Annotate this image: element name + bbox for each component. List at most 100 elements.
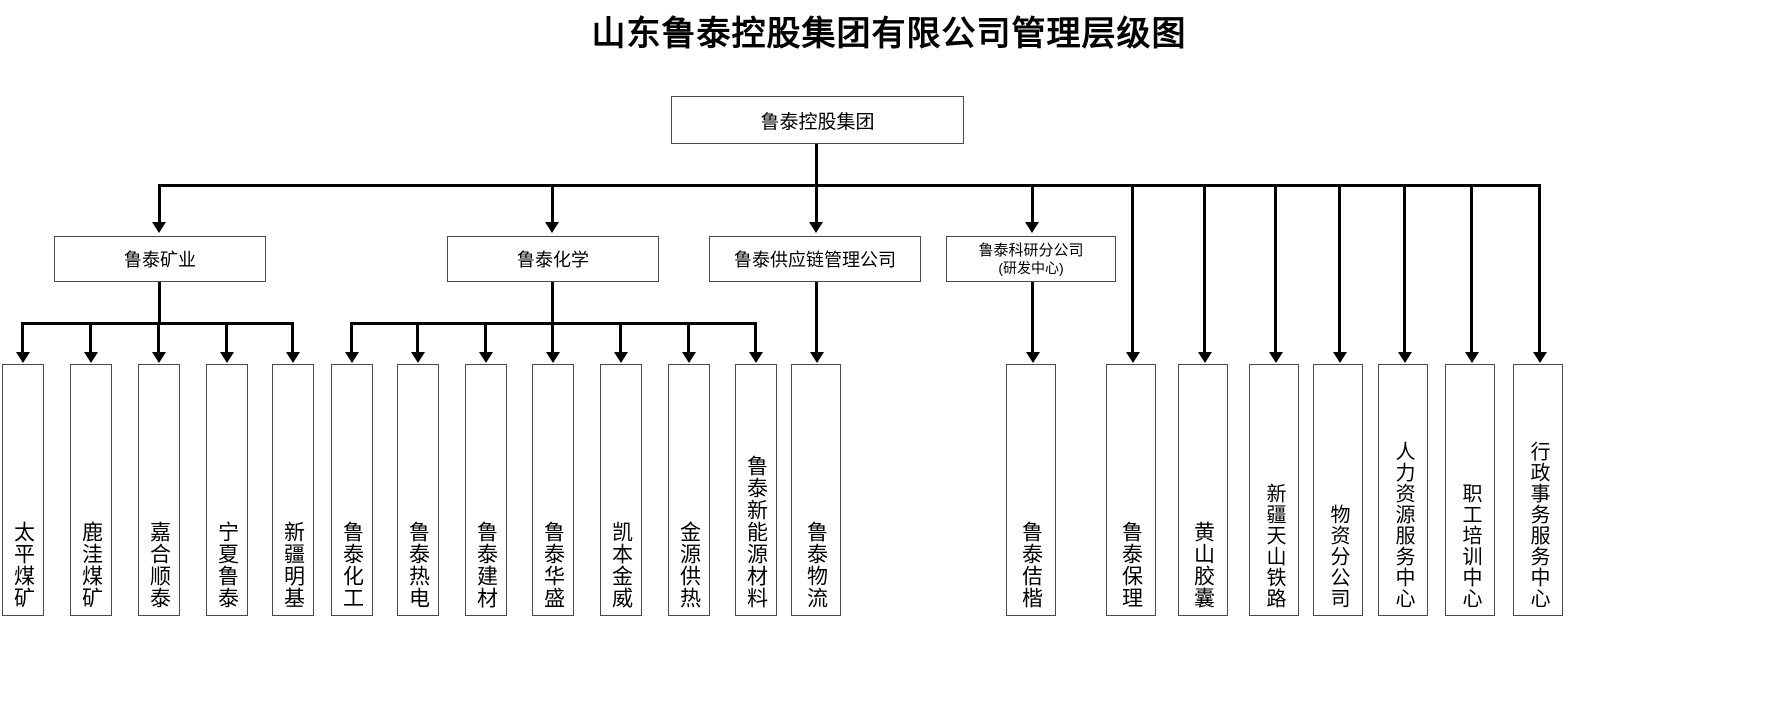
node-leaf-lutai-building-materials[interactable]: 鲁泰建材 <box>465 364 507 616</box>
connector-to-chemical <box>551 184 554 224</box>
arrowhead-direct-child-5 <box>1465 352 1479 363</box>
node-division-supply[interactable]: 鲁泰供应链管理公司 <box>709 236 921 282</box>
node-leaf-ningxia-lutai[interactable]: 宁夏鲁泰 <box>206 364 248 616</box>
leaf-label: 鲁泰化工 <box>340 521 364 609</box>
node-leaf-lutai-jiekai[interactable]: 鲁泰佶楷 <box>1006 364 1056 616</box>
leaf-label: 新疆明基 <box>281 521 305 609</box>
connector-chemical-stem <box>551 282 554 322</box>
node-division-research[interactable]: 鲁泰科研分公司 (研发中心) <box>946 236 1116 282</box>
connector-direct-child-4 <box>1403 184 1406 354</box>
arrowhead-mining-child-2 <box>152 352 166 363</box>
leaf-label: 鹿洼煤矿 <box>79 521 103 609</box>
node-sublabel: (研发中心) <box>998 259 1064 276</box>
node-leaf-jiaheshuntai[interactable]: 嘉合顺泰 <box>138 364 180 616</box>
leaf-label: 黄山胶囊 <box>1191 521 1215 609</box>
node-leaf-xinjiang-mingji[interactable]: 新疆明基 <box>272 364 314 616</box>
connector-direct-child-3 <box>1338 184 1341 354</box>
connector-chemical-child-6 <box>754 322 757 354</box>
connector-mining-child-0 <box>21 322 24 354</box>
leaf-label: 人力资源服务中心 <box>1392 441 1414 609</box>
connector-direct-child-0 <box>1131 184 1134 354</box>
arrowhead-to-supply <box>809 222 823 233</box>
arrowhead-chemical-child-5 <box>682 352 696 363</box>
node-leaf-xinjiang-tianshan-railway[interactable]: 新疆天山铁路 <box>1249 364 1299 616</box>
arrowhead-direct-child-2 <box>1269 352 1283 363</box>
node-leaf-huangshan-capsule[interactable]: 黄山胶囊 <box>1178 364 1228 616</box>
leaf-label: 鲁泰佶楷 <box>1019 521 1043 609</box>
connector-main-bus <box>158 184 1540 187</box>
node-leaf-luwa-coal[interactable]: 鹿洼煤矿 <box>70 364 112 616</box>
connector-to-mining <box>158 184 161 224</box>
leaf-label: 鲁泰华盛 <box>541 521 565 609</box>
arrowhead-chemical-child-6 <box>749 352 763 363</box>
leaf-label: 金源供热 <box>677 521 701 609</box>
connector-supply-stem <box>815 282 818 354</box>
leaf-label: 鲁泰热电 <box>406 521 430 609</box>
node-leaf-lutai-thermal-power[interactable]: 鲁泰热电 <box>397 364 439 616</box>
node-root-group[interactable]: 鲁泰控股集团 <box>671 96 964 144</box>
arrowhead-research-child-0 <box>1026 352 1040 363</box>
connector-direct-child-5 <box>1470 184 1473 354</box>
node-division-chemical[interactable]: 鲁泰化学 <box>447 236 659 282</box>
connector-chemical-child-4 <box>619 322 622 354</box>
node-leaf-staff-training-center[interactable]: 职工培训中心 <box>1445 364 1495 616</box>
leaf-label: 新疆天山铁路 <box>1263 483 1285 609</box>
node-leaf-taiping-coal[interactable]: 太平煤矿 <box>2 364 44 616</box>
arrowhead-to-research <box>1025 222 1039 233</box>
node-leaf-lutai-logistics[interactable]: 鲁泰物流 <box>791 364 841 616</box>
connector-direct-child-1 <box>1203 184 1206 354</box>
node-leaf-kaiben-jinwei[interactable]: 凯本金威 <box>600 364 642 616</box>
node-leaf-lutai-chemical[interactable]: 鲁泰化工 <box>331 364 373 616</box>
arrowhead-direct-child-1 <box>1198 352 1212 363</box>
leaf-label: 鲁泰建材 <box>474 521 498 609</box>
node-label: 鲁泰供应链管理公司 <box>734 250 896 270</box>
arrowhead-mining-child-0 <box>16 352 30 363</box>
node-leaf-admin-affairs-service-center[interactable]: 行政事务服务中心 <box>1513 364 1563 616</box>
arrowhead-direct-child-0 <box>1126 352 1140 363</box>
connector-to-research <box>1031 184 1034 224</box>
arrowhead-mining-child-3 <box>220 352 234 363</box>
connector-direct-child-2 <box>1274 184 1277 354</box>
node-leaf-materials-branch[interactable]: 物资分公司 <box>1313 364 1363 616</box>
connector-chemical-child-2 <box>484 322 487 354</box>
connector-to-supply <box>815 184 818 224</box>
arrowhead-mining-child-1 <box>84 352 98 363</box>
leaf-label: 物资分公司 <box>1327 504 1349 609</box>
leaf-label: 嘉合顺泰 <box>147 521 171 609</box>
connector-research-stem <box>1031 282 1034 354</box>
node-leaf-hr-service-center[interactable]: 人力资源服务中心 <box>1378 364 1428 616</box>
node-leaf-jinyuan-heating[interactable]: 金源供热 <box>668 364 710 616</box>
arrowhead-chemical-child-1 <box>411 352 425 363</box>
arrowhead-chemical-child-2 <box>479 352 493 363</box>
connector-direct-child-6 <box>1538 184 1541 354</box>
node-leaf-lutai-huasheng[interactable]: 鲁泰华盛 <box>532 364 574 616</box>
arrowhead-mining-child-4 <box>286 352 300 363</box>
arrowhead-chemical-child-0 <box>345 352 359 363</box>
connector-mining-child-4 <box>291 322 294 354</box>
connector-mining-stem <box>158 282 161 322</box>
leaf-label: 鲁泰新能源材料 <box>744 455 768 609</box>
leaf-label: 鲁泰保理 <box>1119 521 1143 609</box>
connector-chemical-child-5 <box>687 322 690 354</box>
arrowhead-supply-child-0 <box>810 352 824 363</box>
connector-mining-child-1 <box>89 322 92 354</box>
arrowhead-chemical-child-3 <box>546 352 560 363</box>
arrowhead-to-mining <box>152 222 166 233</box>
arrowhead-direct-child-6 <box>1533 352 1547 363</box>
arrowhead-chemical-child-4 <box>614 352 628 363</box>
arrowhead-direct-child-3 <box>1333 352 1347 363</box>
page-title: 山东鲁泰控股集团有限公司管理层级图 <box>591 16 1187 53</box>
node-label: 鲁泰控股集团 <box>760 111 875 133</box>
connector-mining-child-3 <box>225 322 228 354</box>
connector-chemical-child-3 <box>551 322 554 354</box>
node-label: 鲁泰科研分公司 <box>978 241 1084 259</box>
connector-root-stem <box>815 144 818 184</box>
connector-chemical-child-0 <box>350 322 353 354</box>
node-leaf-lutai-new-energy-materials[interactable]: 鲁泰新能源材料 <box>735 364 777 616</box>
arrowhead-to-chemical <box>545 222 559 233</box>
leaf-label: 凯本金威 <box>609 521 633 609</box>
node-division-mining[interactable]: 鲁泰矿业 <box>54 236 266 282</box>
node-label: 鲁泰化学 <box>517 250 589 270</box>
node-leaf-lutai-factoring[interactable]: 鲁泰保理 <box>1106 364 1156 616</box>
